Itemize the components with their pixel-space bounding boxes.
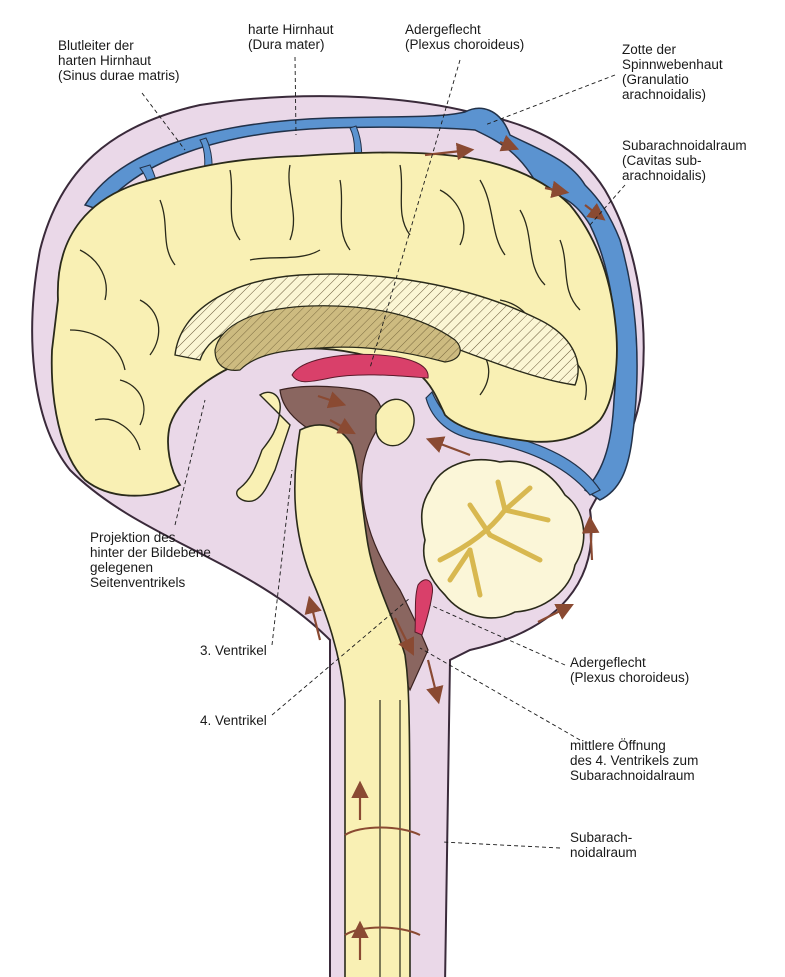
- label-projektion-line-2: hinter der Bildebene: [90, 545, 211, 560]
- label-sinus: Blutleiter der harten Hirnhaut (Sinus du…: [58, 38, 180, 83]
- label-ventrikel4: 4. Ventrikel: [200, 713, 267, 728]
- label-dura-line-1: harte Hirnhaut: [248, 22, 334, 37]
- lateral-ventricle: [214, 305, 461, 371]
- tectum: [375, 398, 415, 447]
- label-subarach-bottom-line-1: Subarach-: [570, 830, 633, 845]
- leader-apertura: [419, 647, 581, 741]
- label-granulatio: Zotte der Spinnwebenhaut (Granulatio ara…: [622, 42, 723, 102]
- label-granulatio-line-4: arachnoidalis): [622, 87, 707, 102]
- label-plexus-top: Adergeflecht (Plexus choroideus): [405, 22, 524, 52]
- label-plexus-top-line-1: Adergeflecht: [405, 22, 481, 37]
- label-granulatio-line-1: Zotte der: [622, 42, 677, 57]
- label-ventrikel3-line-1: 3. Ventrikel: [200, 643, 267, 658]
- leader-ventrikel3: [271, 469, 293, 646]
- leader-granulatio: [484, 74, 616, 126]
- label-projektion-line-1: Projektion des: [90, 530, 176, 545]
- csf-loop-2: [344, 926, 421, 936]
- label-projektion-line-4: Seitenventrikels: [90, 575, 186, 590]
- label-granulatio-line-3: (Granulatio: [622, 72, 689, 87]
- leader-plexus-top: [369, 59, 461, 369]
- label-subarach-bottom: Subarach- noidalraum: [570, 830, 637, 860]
- label-apertura: mittlere Öffnung des 4. Ventrikels zum S…: [570, 738, 698, 783]
- label-granulatio-line-2: Spinnwebenhaut: [622, 57, 723, 72]
- brainstem: [294, 424, 411, 977]
- label-projektion: Projektion des hinter der Bildebene gele…: [90, 530, 211, 590]
- label-sinus-line-2: harten Hirnhaut: [58, 53, 152, 68]
- leader-ventrikel4: [271, 597, 411, 716]
- label-plexus-top-line-2: (Plexus choroideus): [405, 37, 525, 52]
- label-plexus-bottom-line-1: Adergeflecht: [570, 655, 646, 670]
- arbor-vitae: [437, 479, 551, 598]
- label-cavitas-line-1: Subarachnoidalraum: [622, 138, 747, 153]
- label-apertura-line-1: mittlere Öffnung: [570, 738, 666, 753]
- label-plexus-bottom-line-2: (Plexus choroideus): [570, 670, 690, 685]
- label-cavitas: Subarachnoidalraum (Cavitas sub- arachno…: [622, 138, 747, 183]
- label-sinus-line-3: (Sinus durae matris): [58, 68, 180, 83]
- leader-plexus-bottom: [429, 604, 566, 666]
- leader-dura: [294, 56, 297, 136]
- hypothalamus: [236, 391, 291, 502]
- label-plexus-bottom: Adergeflecht (Plexus choroideus): [570, 655, 689, 685]
- label-ventrikel3: 3. Ventrikel: [200, 643, 267, 658]
- leader-lines: [141, 56, 626, 849]
- label-subarach-bottom-line-2: noidalraum: [570, 845, 637, 860]
- plexus-bottom: [414, 579, 434, 636]
- leader-subarach: [441, 841, 561, 849]
- label-projektion-line-3: gelegenen: [90, 560, 154, 575]
- leader-sinus: [141, 92, 186, 151]
- label-apertura-line-3: Subarachnoidalraum: [570, 768, 695, 783]
- label-apertura-line-2: des 4. Ventrikels zum: [570, 753, 699, 768]
- plexus-top: [291, 353, 429, 383]
- leader-projektion: [174, 399, 206, 526]
- leader-cavitas: [589, 184, 626, 226]
- dura-sinus-band: [83, 107, 638, 501]
- label-sinus-line-1: Blutleiter der: [58, 38, 134, 53]
- csf-loop-1: [344, 826, 421, 836]
- label-cavitas-line-2: (Cavitas sub-: [622, 153, 702, 168]
- csf-flow-arrows: [304, 134, 606, 960]
- label-ventrikel4-line-1: 4. Ventrikel: [200, 713, 267, 728]
- label-cavitas-line-3: arachnoidalis): [622, 168, 707, 183]
- label-dura-line-2: (Dura mater): [248, 37, 325, 52]
- label-dura: harte Hirnhaut (Dura mater): [248, 22, 334, 52]
